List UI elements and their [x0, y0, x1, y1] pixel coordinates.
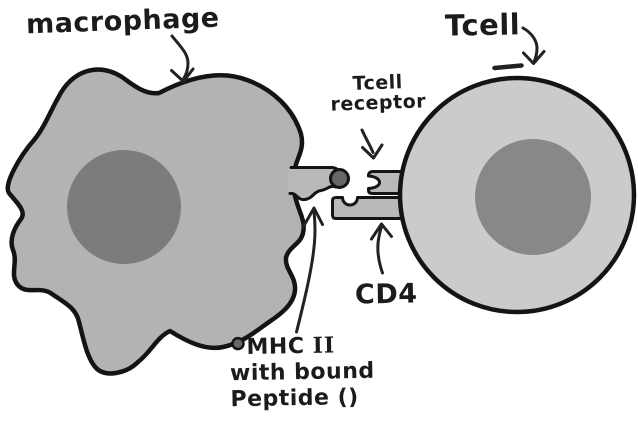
cd4-shape [331, 196, 414, 220]
mhc2-arm-fill [288, 166, 343, 201]
tcell-underline-mark [492, 63, 524, 71]
cd4-arrowhead [370, 222, 393, 241]
mhc2-arrowhead [302, 206, 324, 228]
tcell-receptor-label-line2: receptor [330, 90, 427, 116]
annotation-arrows [170, 26, 546, 334]
cd4-label: CD4 [354, 278, 418, 311]
peptide-legend-icon [231, 336, 245, 351]
mhc2-arrow [295, 209, 317, 334]
tcell-arrow [521, 26, 539, 64]
mhc2-label-line3: Peptide () [230, 336, 375, 413]
mhc2-label-line1: MHC II [246, 332, 374, 361]
tcr-arrowhead [361, 143, 384, 160]
tcell-label: Tcell [444, 7, 521, 43]
tcell-arrowhead [522, 50, 546, 65]
peptide-legend-dot [231, 336, 245, 351]
macrophage-arrowhead [170, 67, 195, 83]
mhc2-label: MHC II with bound Peptide () [229, 332, 375, 413]
mhc2-label-line3-pre: Peptide ( [230, 385, 349, 413]
macrophage-label: macrophage [25, 2, 221, 41]
mhc2-label-line3-post: ) [347, 384, 359, 411]
tcr-arrow [360, 128, 375, 154]
tcell-nucleus [475, 139, 591, 255]
cd4-arrow [376, 225, 384, 275]
mhc2-arm-bottom-edge [288, 184, 338, 202]
mhc2-label-line2: with bound [229, 358, 375, 387]
tcell-receptor-label: Tcell receptor [319, 71, 436, 116]
peptide-ball [329, 168, 350, 189]
mhc2-label-line1-text: MHC [246, 333, 313, 360]
mhc2-roman-numeral: II [312, 332, 336, 359]
macrophage-nucleus [67, 150, 181, 264]
macrophage-arrow [170, 34, 190, 81]
